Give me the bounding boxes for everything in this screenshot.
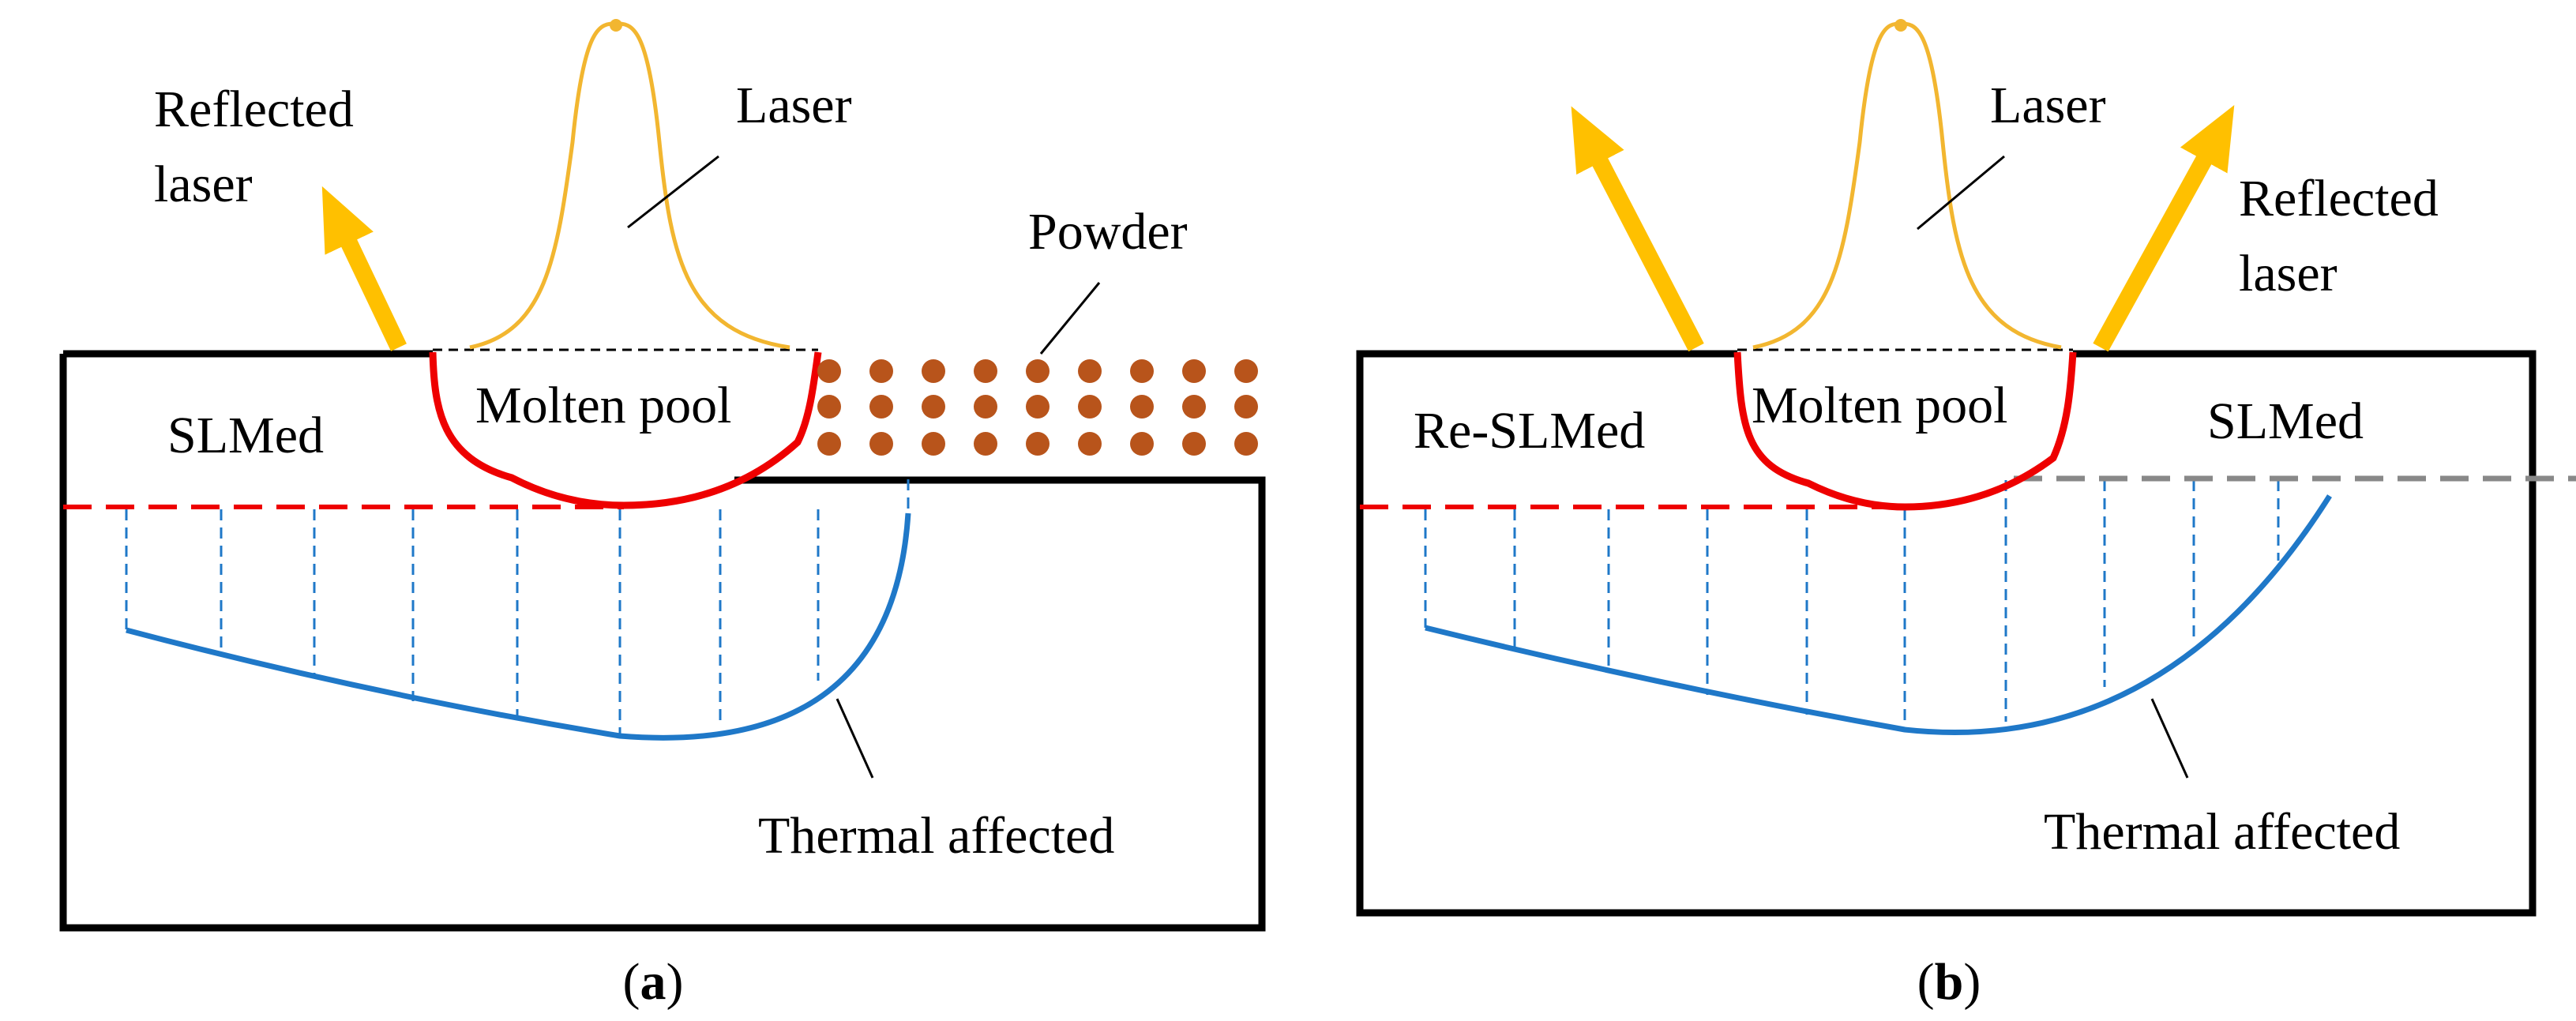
panel-b-thermal-label: Thermal affected bbox=[2044, 803, 2400, 861]
powder-particle bbox=[1182, 432, 1206, 456]
powder-particle bbox=[1026, 359, 1050, 383]
panel-a-thermal-leader bbox=[836, 698, 874, 779]
powder-particle bbox=[1078, 432, 1102, 456]
panel-a-thermal-hatch bbox=[125, 479, 910, 736]
powder-particle bbox=[1130, 359, 1154, 383]
panel-a-thermal-label: Thermal affected bbox=[758, 807, 1114, 865]
powder-particle bbox=[869, 432, 893, 456]
panel-a-powder bbox=[817, 359, 1258, 456]
powder-particle bbox=[922, 359, 945, 383]
panel-b-reflected-arrow-left bbox=[1571, 106, 1704, 352]
panel-a: Reflected laser Laser Powder SLMed Molte… bbox=[59, 19, 1266, 1011]
powder-particle bbox=[1026, 395, 1050, 419]
powder-particle bbox=[1234, 395, 1258, 419]
powder-particle bbox=[817, 359, 841, 383]
panel-b-thermal-leader bbox=[2150, 698, 2189, 779]
powder-particle bbox=[1234, 432, 1258, 456]
panel-a-powder-label: Powder bbox=[1028, 203, 1188, 261]
panel-a-laser-peak-dot bbox=[610, 19, 622, 32]
panel-b-laser-label: Laser bbox=[1990, 77, 2106, 134]
panel-a-part-outline bbox=[59, 350, 1266, 932]
powder-particle bbox=[974, 395, 997, 419]
powder-particle bbox=[1026, 432, 1050, 456]
panel-b-thermal-boundary bbox=[1425, 494, 2332, 735]
panel-a-thermal-boundary bbox=[126, 512, 911, 741]
powder-particle bbox=[1130, 432, 1154, 456]
panel-b-caption: (b) bbox=[1917, 953, 1981, 1011]
powder-particle bbox=[922, 432, 945, 456]
panel-a-powder-leader bbox=[1039, 282, 1101, 355]
powder-particle bbox=[922, 395, 945, 419]
powder-particle bbox=[1078, 395, 1102, 419]
panel-b-reflected-arrow-right bbox=[2093, 104, 2235, 352]
powder-particle bbox=[869, 359, 893, 383]
powder-particle bbox=[1130, 395, 1154, 419]
panel-a-reflected-label-line1: Reflected bbox=[154, 81, 354, 138]
panel-b-pool-label: Molten pool bbox=[1752, 377, 2008, 434]
panel-b-region-right-label: SLMed bbox=[2207, 392, 2364, 450]
panel-b-laser-beam bbox=[1752, 21, 2062, 350]
powder-particle bbox=[817, 395, 841, 419]
powder-particle bbox=[974, 432, 997, 456]
panel-a-molten-pool bbox=[429, 351, 822, 509]
panel-b-laser-peak-dot bbox=[1894, 19, 1907, 32]
panel-a-pool-label: Molten pool bbox=[475, 377, 732, 434]
panel-b-thermal-hatch bbox=[1424, 480, 2280, 730]
powder-particle bbox=[1234, 359, 1258, 383]
panel-a-laser-beam bbox=[469, 21, 790, 350]
panel-b-molten-pool bbox=[1733, 351, 2077, 511]
panel-a-region-label: SLMed bbox=[167, 407, 324, 464]
panel-a-reflected-label-line2: laser bbox=[154, 156, 253, 213]
powder-particle bbox=[1182, 359, 1206, 383]
panel-b-region-left-label: Re-SLMed bbox=[1414, 402, 1645, 460]
panel-b-reflected-label-line2: laser bbox=[2239, 245, 2338, 302]
panel-a-laser-label: Laser bbox=[736, 77, 852, 134]
panel-a-reflected-arrow bbox=[321, 186, 407, 351]
powder-particle bbox=[869, 395, 893, 419]
panel-b-reflected-label-line1: Reflected bbox=[2239, 170, 2439, 227]
powder-particle bbox=[1078, 359, 1102, 383]
panel-b: Laser Reflected laser Re-SLMed Molten po… bbox=[1356, 19, 2576, 1011]
powder-particle bbox=[974, 359, 997, 383]
powder-particle bbox=[817, 432, 841, 456]
panel-a-caption: (a) bbox=[623, 953, 684, 1011]
powder-particle bbox=[1182, 395, 1206, 419]
panel-b-laser-leader bbox=[1917, 155, 2005, 231]
panel-a-laser-leader bbox=[627, 155, 719, 229]
